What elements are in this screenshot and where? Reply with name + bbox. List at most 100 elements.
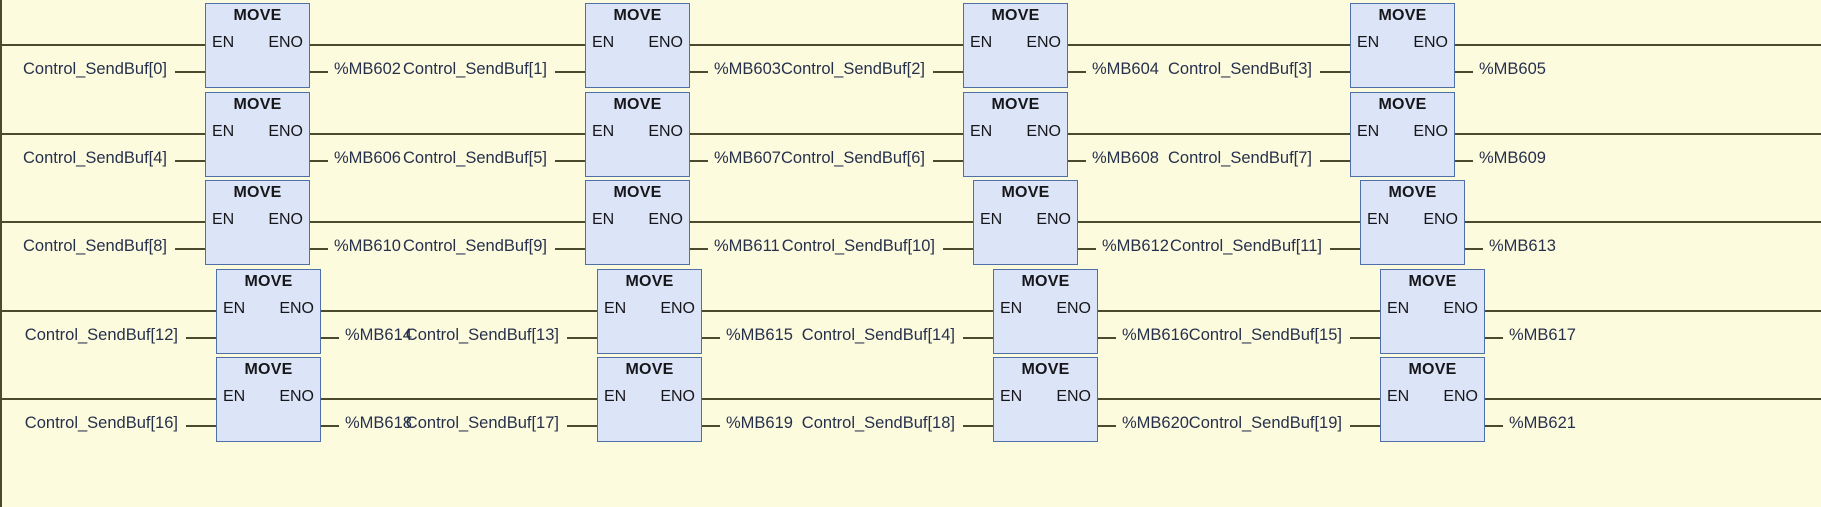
move-block-en-pin[interactable]: EN [970,123,993,140]
move-block-en-pin[interactable]: EN [592,211,615,228]
move-input-label[interactable]: Control_SendBuf[7] [1167,149,1312,167]
move-input-label[interactable]: Control_SendBuf[10] [781,237,935,255]
move-input-label[interactable]: Control_SendBuf[8] [22,237,167,255]
move-block-en-pin[interactable]: EN [223,300,246,317]
move-output-label[interactable]: %MB602 [334,60,401,78]
move-input-label[interactable]: Control_SendBuf[13] [405,326,559,344]
move-block-en-pin[interactable]: EN [592,34,615,51]
move-block-eno-pin[interactable]: ENO [268,34,303,51]
move-block-eno-pin[interactable]: ENO [268,211,303,228]
move-output-label[interactable]: %MB616 [1122,326,1189,344]
move-output-label[interactable]: %MB618 [345,414,412,432]
move-block-en-pin[interactable]: EN [1367,211,1390,228]
move-block-eno-pin[interactable]: ENO [1413,34,1448,51]
move-block-en-pin[interactable]: EN [604,388,627,405]
move-input-label[interactable]: Control_SendBuf[17] [405,414,559,432]
move-output-label[interactable]: %MB615 [726,326,793,344]
move-block-en-pin[interactable]: EN [212,34,235,51]
move-output-label[interactable]: %MB603 [714,60,781,78]
move-input-label[interactable]: Control_SendBuf[0] [22,60,167,78]
move-block-eno-pin[interactable]: ENO [660,300,695,317]
move-input-label[interactable]: Control_SendBuf[3] [1167,60,1312,78]
move-output-label[interactable]: %MB614 [345,326,412,344]
move-block-eno-pin[interactable]: ENO [1026,34,1061,51]
move-input-label[interactable]: Control_SendBuf[1] [402,60,547,78]
move-block-eno-pin[interactable]: ENO [268,123,303,140]
move-block-en-pin[interactable]: EN [1000,388,1023,405]
move-block-eno-pin[interactable]: ENO [1036,211,1071,228]
move-input-label[interactable]: Control_SendBuf[12] [24,326,178,344]
move-block-en-pin[interactable]: EN [1000,300,1023,317]
move-block-eno-pin[interactable]: ENO [648,211,683,228]
move-block-eno-pin[interactable]: ENO [648,123,683,140]
move-input-label[interactable]: Control_SendBuf[19] [1188,414,1342,432]
move-block-eno-pin[interactable]: ENO [1056,300,1091,317]
move-output-label[interactable]: %MB609 [1479,149,1546,167]
move-block-eno-pin[interactable]: ENO [1056,388,1091,405]
move-block-eno-pin[interactable]: ENO [1443,300,1478,317]
move-output-label[interactable]: %MB607 [714,149,781,167]
move-input-label[interactable]: Control_SendBuf[14] [801,326,955,344]
move-input-label[interactable]: Control_SendBuf[6] [780,149,925,167]
move-output-label[interactable]: %MB611 [714,237,780,255]
move-input-label[interactable]: Control_SendBuf[5] [402,149,547,167]
move-block-eno-pin[interactable]: ENO [279,300,314,317]
move-block-eno-pin[interactable]: ENO [1413,123,1448,140]
move-output-label[interactable]: %MB619 [726,414,793,432]
move-output-label[interactable]: %MB617 [1509,326,1576,344]
move-input-label[interactable]: Control_SendBuf[4] [22,149,167,167]
move-block-eno-pin[interactable]: ENO [1423,211,1458,228]
move-input-label[interactable]: Control_SendBuf[9] [402,237,547,255]
move-block-en-pin[interactable]: EN [212,211,235,228]
move-block-en-pin[interactable]: EN [1357,34,1380,51]
move-block-eno-pin[interactable]: ENO [1443,388,1478,405]
move-output-label[interactable]: %MB605 [1479,60,1546,78]
move-block-eno-pin[interactable]: ENO [1026,123,1061,140]
move-input-label[interactable]: Control_SendBuf[2] [780,60,925,78]
move-block-eno-pin[interactable]: ENO [648,34,683,51]
move-block-en-pin[interactable]: EN [980,211,1003,228]
move-block-en-pin[interactable]: EN [1387,388,1410,405]
move-output-label[interactable]: %MB621 [1509,414,1576,432]
move-output-label[interactable]: %MB610 [334,237,401,255]
move-input-label[interactable]: Control_SendBuf[11] [1170,237,1322,255]
move-block-en-pin[interactable]: EN [604,300,627,317]
move-block-en-pin[interactable]: EN [592,123,615,140]
move-block-en-pin[interactable]: EN [223,388,246,405]
move-block-en-pin[interactable]: EN [212,123,235,140]
move-block-eno-pin[interactable]: ENO [660,388,695,405]
move-block-en-pin[interactable]: EN [970,34,993,51]
move-input-label[interactable]: Control_SendBuf[15] [1188,326,1342,344]
move-output-label[interactable]: %MB612 [1102,237,1169,255]
move-input-label[interactable]: Control_SendBuf[16] [24,414,178,432]
move-output-label[interactable]: %MB606 [334,149,401,167]
move-output-label[interactable]: %MB613 [1489,237,1556,255]
move-input-label[interactable]: Control_SendBuf[18] [801,414,955,432]
move-block-en-pin[interactable]: EN [1387,300,1410,317]
move-output-label[interactable]: %MB608 [1092,149,1159,167]
move-block-eno-pin[interactable]: ENO [279,388,314,405]
move-block-en-pin[interactable]: EN [1357,123,1380,140]
move-output-label[interactable]: %MB604 [1092,60,1159,78]
move-output-label[interactable]: %MB620 [1122,414,1189,432]
